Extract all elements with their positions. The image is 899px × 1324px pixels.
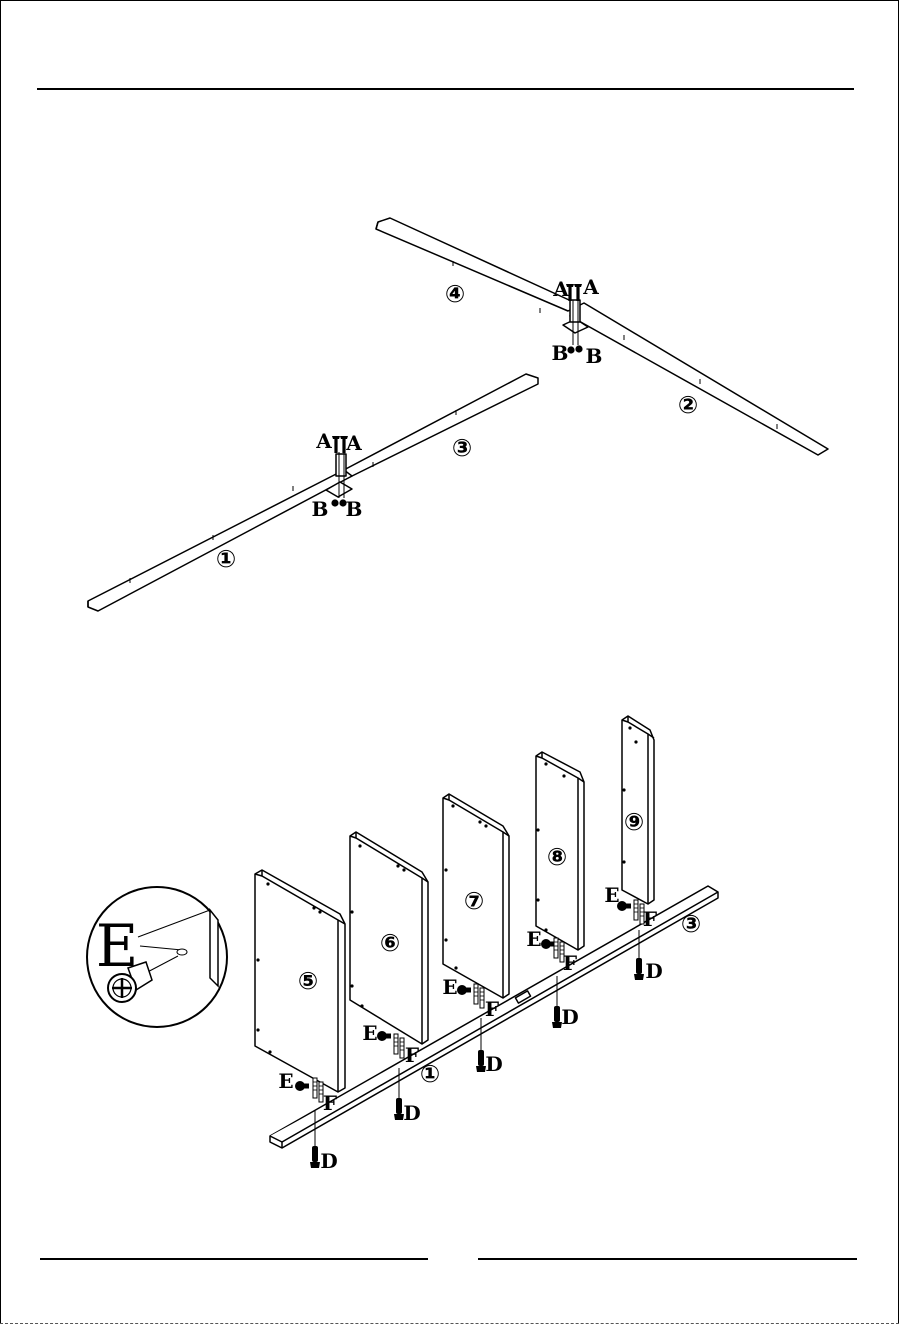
- rail-2: [570, 303, 828, 455]
- hardware-label-a: A: [552, 277, 569, 301]
- detail-callout-e: E: [87, 887, 227, 1027]
- hardware-label-b: B: [312, 497, 329, 521]
- hardware-label-f: F: [405, 1043, 419, 1067]
- rail-1: [88, 470, 352, 611]
- hardware-label-b: B: [346, 497, 363, 521]
- part-number-8: ⑧: [547, 843, 567, 871]
- part-number-2: ②: [678, 391, 698, 419]
- hardware-label-f: F: [323, 1091, 337, 1115]
- hardware-label-f: F: [563, 951, 577, 975]
- hardware-label-a: A: [345, 431, 362, 455]
- hardware-label-d: D: [561, 1005, 578, 1029]
- hardware-label-b: B: [586, 344, 603, 368]
- hardware-label-e: E: [278, 1069, 293, 1093]
- hardware-label-a: A: [315, 429, 332, 453]
- hardware-label-e: E: [526, 927, 541, 951]
- hardware-label-d: D: [320, 1149, 337, 1173]
- rail-3: [340, 374, 538, 478]
- rail-1-3-assembly: [88, 374, 538, 611]
- part-number-1: ①: [420, 1060, 440, 1088]
- hardware-label-b: B: [552, 341, 569, 365]
- hardware-label-f: F: [643, 907, 657, 931]
- part-number-3: ③: [681, 910, 701, 938]
- part-number-9: ⑨: [624, 808, 644, 836]
- hardware-label-a: A: [582, 275, 599, 299]
- part-number-1: ①: [216, 545, 236, 573]
- hardware-label-d: D: [645, 959, 662, 983]
- hardware-label-e: E: [442, 975, 457, 999]
- hardware-label-f: F: [485, 997, 499, 1021]
- hardware-label-d: D: [403, 1101, 420, 1125]
- part-number-3: ③: [452, 434, 472, 462]
- part-number-7: ⑦: [464, 887, 484, 915]
- part-number-6: ⑥: [380, 929, 400, 957]
- rail-4: [376, 218, 580, 311]
- hardware-label-e: E: [604, 883, 619, 907]
- hardware-label-e: E: [362, 1021, 377, 1045]
- hardware-label-d: D: [485, 1052, 502, 1076]
- detail-label-e: E: [96, 912, 138, 980]
- part-number-5: ⑤: [298, 967, 318, 995]
- part-number-4: ④: [445, 280, 465, 308]
